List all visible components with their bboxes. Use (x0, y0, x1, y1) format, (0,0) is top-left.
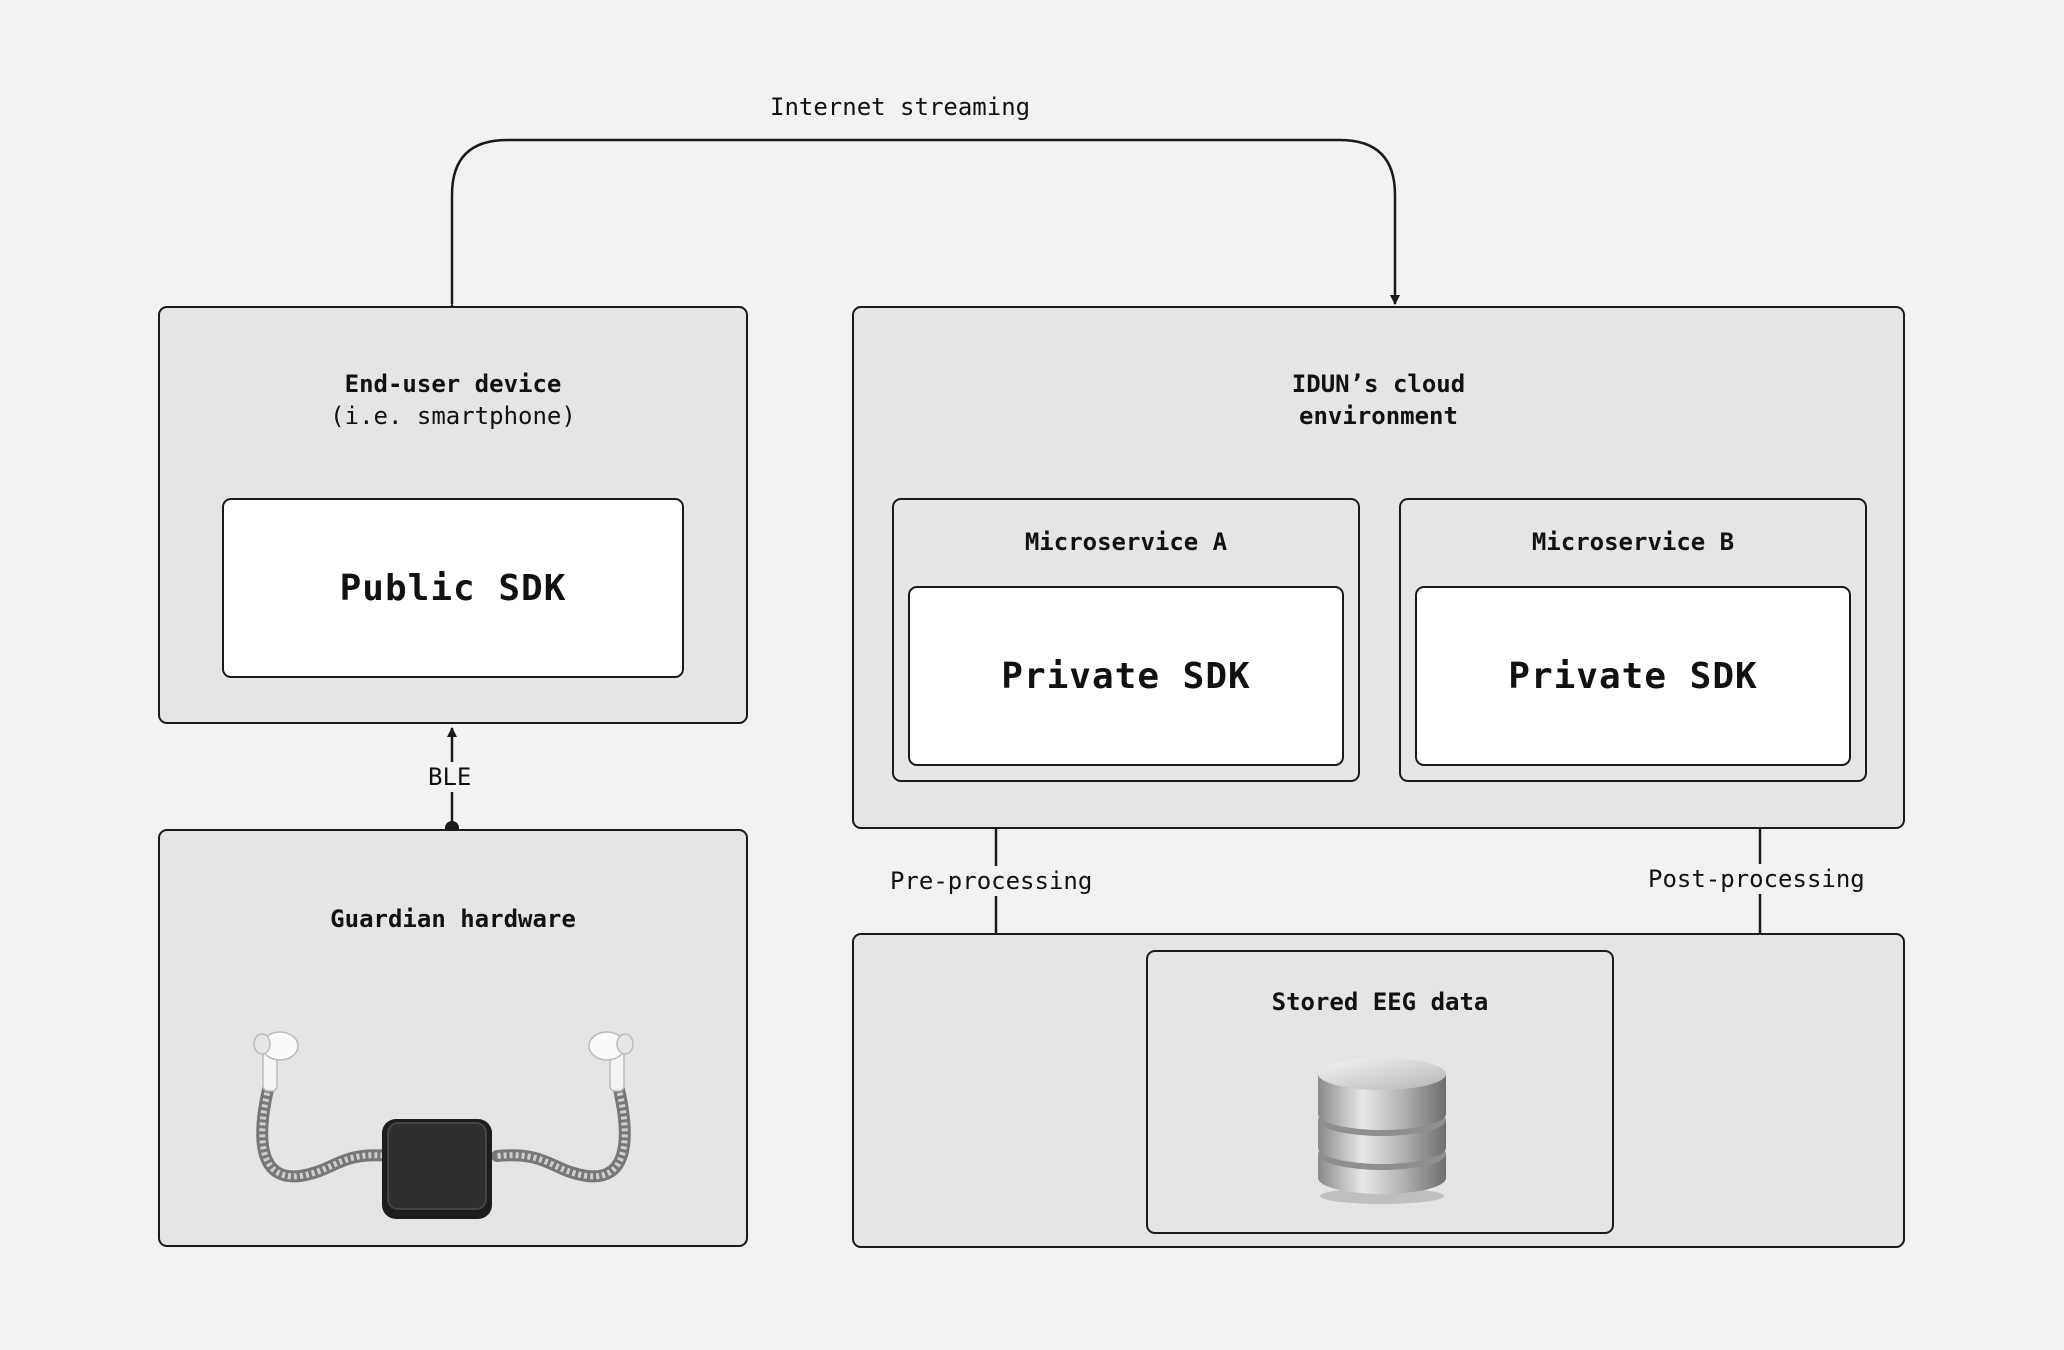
post-processing-label: Post-processing (1644, 864, 1869, 894)
storage-region-box: Stored EEG data (852, 933, 1905, 1248)
guardian-hardware-box: Guardian hardware (158, 829, 748, 1247)
end-user-device-title: End-user device (344, 370, 562, 398)
private-sdk-b-label: Private SDK (1508, 655, 1758, 697)
pre-processing-label: Pre-processing (886, 866, 1097, 896)
database-icon (1318, 1058, 1446, 1204)
private-sdk-a-label: Private SDK (1001, 655, 1251, 697)
stored-eeg-data-title: Stored EEG data (1271, 988, 1489, 1016)
end-user-device-box: End-user device (i.e. smartphone) Public… (158, 306, 748, 724)
stored-eeg-data-box: Stored EEG data (1146, 950, 1614, 1234)
microservice-a-title: Microservice A (1024, 528, 1228, 556)
cloud-environment-box: IDUN’s cloud environment Microservice A … (852, 306, 1905, 829)
end-user-device-subtitle: (i.e. smartphone) (330, 402, 576, 430)
public-sdk-box: Public SDK (222, 498, 684, 678)
microservice-b-box: Microservice B Private SDK (1399, 498, 1867, 782)
private-sdk-b-box: Private SDK (1415, 586, 1851, 766)
internet-streaming-label: Internet streaming (766, 92, 1035, 122)
earbud-device-icon (253, 1031, 634, 1219)
cloud-title-line2: environment (1299, 402, 1458, 430)
public-sdk-label: Public SDK (339, 567, 567, 609)
microservice-b-title: Microservice B (1531, 528, 1735, 556)
ble-label: BLE (424, 762, 476, 792)
private-sdk-a-box: Private SDK (908, 586, 1344, 766)
guardian-hardware-title: Guardian hardware (330, 905, 576, 933)
internet-streaming-line (447, 138, 1400, 313)
cloud-title-line1: IDUN’s cloud (1291, 370, 1466, 398)
microservice-a-box: Microservice A Private SDK (892, 498, 1360, 782)
